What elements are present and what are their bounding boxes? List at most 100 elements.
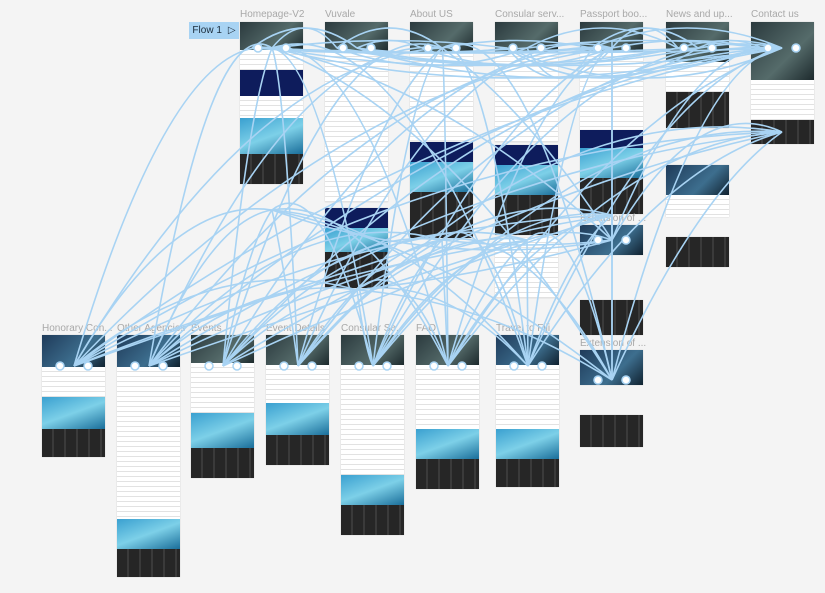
frame-consular[interactable] (495, 22, 558, 142)
frame-section (117, 335, 180, 367)
frame-honorary-consuls[interactable] (42, 335, 105, 457)
frame-section (416, 335, 479, 365)
frame-section (666, 22, 729, 62)
frame-passport-footer[interactable] (580, 130, 643, 214)
frame-section (117, 519, 180, 549)
frame-section (580, 225, 643, 255)
frame-section (410, 142, 473, 162)
frame-label[interactable]: News and up... (666, 9, 733, 20)
frame-section (325, 22, 388, 52)
frame-news[interactable] (666, 22, 729, 128)
frame-about-us-footer[interactable] (410, 142, 473, 238)
frame-section (496, 365, 559, 429)
frame-label[interactable]: Honorary Con... (42, 323, 112, 334)
frame-section (496, 429, 559, 459)
frame-section (325, 52, 388, 202)
frame-section (240, 118, 303, 154)
frame-section (495, 52, 558, 142)
frame-section (266, 335, 329, 365)
frame-label[interactable]: FAQ (416, 323, 437, 334)
frame-extension-2[interactable] (580, 350, 643, 385)
frame-label[interactable]: Homepage-V2 (240, 9, 305, 20)
frame-section (416, 459, 479, 489)
frame-events[interactable] (191, 335, 254, 478)
frame-label[interactable]: Consular Se... (341, 323, 405, 334)
connection-line (372, 47, 613, 367)
frame-section (580, 350, 643, 385)
frame-label[interactable]: Vuvale (325, 9, 356, 20)
frame-section (580, 415, 643, 447)
flow-start-button[interactable]: Flow 1 ▷ (189, 22, 239, 39)
frame-vuvale[interactable] (325, 22, 388, 202)
frame-section (666, 165, 729, 195)
frame-section (410, 162, 473, 192)
frame-homepage[interactable] (240, 22, 303, 184)
flow-label: Flow 1 (192, 25, 222, 36)
frame-consular-footer[interactable] (495, 145, 558, 235)
frame-section (495, 165, 558, 195)
connection-line (271, 43, 529, 367)
frame-about-us[interactable] (410, 22, 473, 140)
frame-label[interactable]: Event Details (266, 323, 325, 334)
frame-section (410, 22, 473, 52)
frame-section (495, 195, 558, 235)
frame-section (666, 237, 729, 267)
frame-section (240, 22, 303, 50)
frame-travel-to-fiji[interactable] (496, 335, 559, 487)
frame-section (580, 52, 643, 130)
frame-section (751, 22, 814, 80)
frame-event-details[interactable] (266, 335, 329, 465)
frame-label[interactable]: Other Agencies (117, 323, 186, 334)
frame-extension-1[interactable] (580, 225, 643, 255)
frame-section (495, 22, 558, 52)
frame-section (751, 120, 814, 144)
frame-label[interactable]: Extension of ... (580, 338, 647, 349)
frame-section (666, 62, 729, 92)
frame-section (191, 413, 254, 448)
frame-section (325, 252, 388, 288)
frame-section (325, 228, 388, 252)
connection-line (356, 239, 613, 291)
frame-section (240, 50, 303, 70)
frame-section (495, 238, 558, 298)
frame-vuvale-footer[interactable] (325, 208, 388, 288)
frame-section (496, 459, 559, 487)
frame-news-detail[interactable] (666, 165, 729, 217)
frame-section (580, 130, 643, 148)
frame-section (751, 80, 814, 120)
connection-line (527, 131, 783, 367)
frame-label[interactable]: Travel to Fiji (496, 323, 551, 334)
frame-section (266, 435, 329, 465)
frame-label[interactable]: Extension of ... (580, 213, 647, 224)
frame-label[interactable]: Events (191, 323, 222, 334)
frame-section (580, 300, 643, 335)
frame-section (341, 475, 404, 505)
frame-section (416, 365, 479, 429)
frame-passport[interactable] (580, 22, 643, 130)
frame-section (410, 192, 473, 238)
frame-label[interactable]: Consular serv... (495, 9, 565, 20)
frame-section (496, 335, 559, 365)
frame-label[interactable]: Passport boo... (580, 9, 648, 20)
connection-line (372, 213, 613, 367)
play-icon: ▷ (227, 25, 236, 36)
frame-label[interactable]: Contact us (751, 9, 799, 20)
frame-section (42, 397, 105, 429)
frame-extension-2-footer[interactable] (580, 415, 643, 447)
frame-label[interactable]: About US (410, 9, 453, 20)
frame-section (325, 208, 388, 228)
frame-consular-form[interactable] (495, 238, 558, 298)
frame-section (341, 365, 404, 475)
frame-news-footer[interactable] (666, 237, 729, 267)
frame-consular-services[interactable] (341, 335, 404, 535)
frame-section (42, 429, 105, 457)
frame-faq[interactable] (416, 335, 479, 489)
frame-section (191, 335, 254, 363)
frame-extension-1-footer[interactable] (580, 300, 643, 335)
frame-section (580, 22, 643, 52)
frame-section (117, 367, 180, 519)
frame-other-agencies[interactable] (117, 335, 180, 577)
frame-section (666, 195, 729, 217)
frame-section (580, 148, 643, 178)
frame-contact-us[interactable] (751, 22, 814, 144)
